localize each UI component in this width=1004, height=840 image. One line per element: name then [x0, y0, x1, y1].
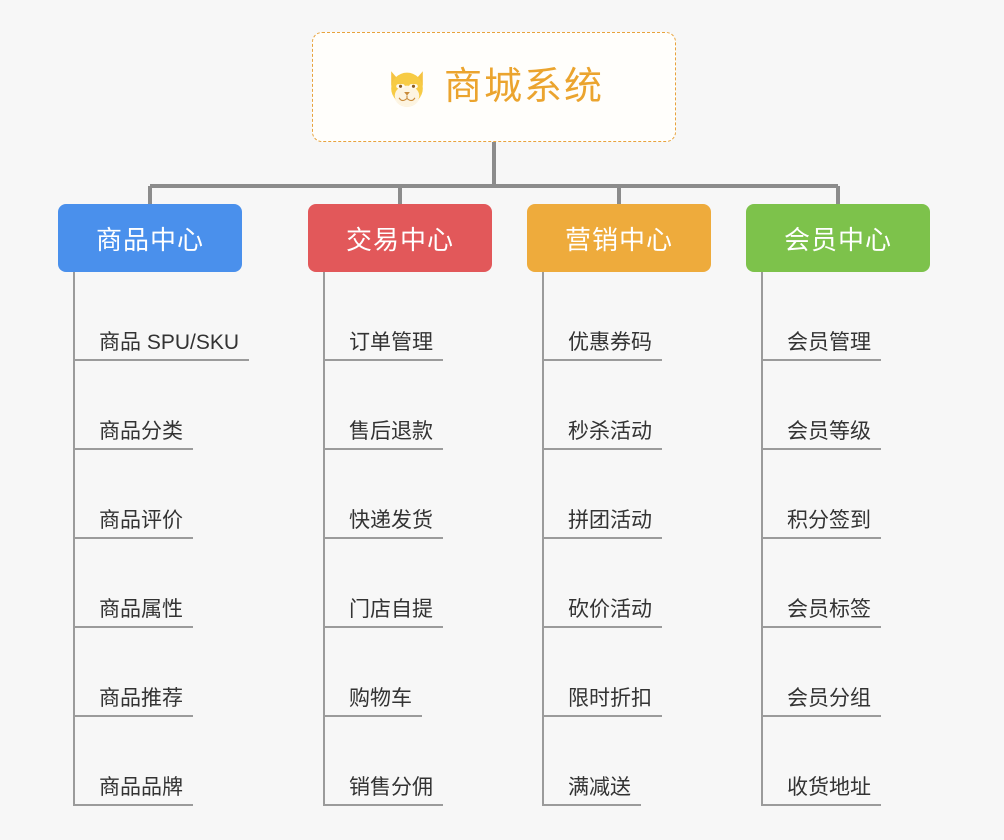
leaf-item[interactable]: 商品 SPU/SKU: [73, 272, 250, 361]
leaf-list-2: 订单管理 售后退款 快递发货 门店自提 购物车 销售分佣: [323, 272, 492, 806]
branch-header-member-center[interactable]: 会员中心: [746, 204, 930, 272]
leaf-label: 快递发货: [323, 510, 443, 539]
branch-header-label: 商品中心: [95, 224, 204, 255]
leaf-item[interactable]: 拼团活动: [542, 450, 711, 539]
leaf-item[interactable]: 门店自提: [323, 539, 492, 628]
leaf-label: 限时折扣: [542, 688, 662, 717]
branch-column-2: 交易中心 订单管理 售后退款 快递发货 门店自提 购物车 销售分佣: [308, 204, 492, 822]
leaf-label: 会员标签: [761, 599, 881, 628]
leaf-label: 会员等级: [761, 421, 881, 450]
leaf-item[interactable]: 商品品牌: [73, 717, 242, 806]
leaf-label: 订单管理: [323, 332, 443, 361]
root-title: 商城系统: [443, 66, 604, 108]
leaf-label: 砍价活动: [542, 599, 662, 628]
leaf-item[interactable]: 限时折扣: [542, 628, 711, 717]
leaf-list-4: 会员管理 会员等级 积分签到 会员标签 会员分组 收货地址: [761, 272, 930, 806]
leaf-trunk-line: [323, 272, 325, 806]
leaf-label: 商品品牌: [73, 777, 193, 806]
leaf-trunk-line: [761, 272, 763, 806]
leaf-label: 优惠券码: [542, 332, 662, 361]
leaf-label: 商品 SPU/SKU: [73, 332, 250, 361]
leaf-item[interactable]: 积分签到: [761, 450, 930, 539]
leaf-label: 会员分组: [761, 688, 881, 717]
leaf-label: 商品属性: [73, 599, 193, 628]
leaf-item[interactable]: 会员标签: [761, 539, 930, 628]
leaf-item[interactable]: 订单管理: [323, 272, 492, 361]
leaf-label: 售后退款: [323, 421, 443, 450]
leaf-item[interactable]: 秒杀活动: [542, 361, 711, 450]
leaf-item[interactable]: 收货地址: [761, 717, 930, 806]
leaf-label: 秒杀活动: [542, 421, 662, 450]
leaf-item[interactable]: 砍价活动: [542, 539, 711, 628]
branch-header-label: 营销中心: [564, 224, 673, 255]
branch-header-product-center[interactable]: 商品中心: [58, 204, 242, 272]
branch-column-4: 会员中心 会员管理 会员等级 积分签到 会员标签 会员分组 收货地址: [746, 204, 930, 822]
branch-header-marketing-center[interactable]: 营销中心: [527, 204, 711, 272]
leaf-item[interactable]: 优惠券码: [542, 272, 711, 361]
leaf-item[interactable]: 商品分类: [73, 361, 242, 450]
leaf-label: 商品评价: [73, 510, 193, 539]
leaf-item[interactable]: 购物车: [323, 628, 492, 717]
leaf-label: 收货地址: [761, 777, 881, 806]
leaf-label: 商品推荐: [73, 688, 193, 717]
leaf-label: 门店自提: [323, 599, 443, 628]
leaf-item[interactable]: 会员等级: [761, 361, 930, 450]
leaf-item[interactable]: 快递发货: [323, 450, 492, 539]
leaf-label: 会员管理: [761, 332, 881, 361]
leaf-item[interactable]: 商品属性: [73, 539, 242, 628]
leaf-trunk-line: [73, 272, 75, 806]
branch-column-3: 营销中心 优惠券码 秒杀活动 拼团活动 砍价活动 限时折扣 满减送: [527, 204, 711, 822]
leaf-item[interactable]: 会员管理: [761, 272, 930, 361]
leaf-list-3: 优惠券码 秒杀活动 拼团活动 砍价活动 限时折扣 满减送: [542, 272, 711, 806]
branch-header-trade-center[interactable]: 交易中心: [308, 204, 492, 272]
leaf-item[interactable]: 售后退款: [323, 361, 492, 450]
leaf-item[interactable]: 销售分佣: [323, 717, 492, 806]
root-node[interactable]: 商城系统: [312, 32, 676, 142]
branch-column-1: 商品中心 商品 SPU/SKU 商品分类 商品评价 商品属性 商品推荐 商品品牌: [58, 204, 250, 822]
leaf-label: 销售分佣: [323, 777, 443, 806]
leaf-label: 商品分类: [73, 421, 193, 450]
leaf-label: 拼团活动: [542, 510, 662, 539]
leaf-item[interactable]: 会员分组: [761, 628, 930, 717]
leaf-label: 购物车: [323, 688, 422, 717]
leaf-list-1: 商品 SPU/SKU 商品分类 商品评价 商品属性 商品推荐 商品品牌: [73, 272, 250, 806]
branch-header-label: 交易中心: [345, 224, 454, 255]
leaf-item[interactable]: 商品评价: [73, 450, 242, 539]
leaf-label: 积分签到: [761, 510, 881, 539]
leaf-label: 满减送: [542, 777, 641, 806]
dog-face-emoji: [391, 71, 423, 108]
leaf-item[interactable]: 商品推荐: [73, 628, 242, 717]
branch-header-label: 会员中心: [783, 224, 892, 255]
leaf-trunk-line: [542, 272, 544, 806]
leaf-item[interactable]: 满减送: [542, 717, 711, 806]
